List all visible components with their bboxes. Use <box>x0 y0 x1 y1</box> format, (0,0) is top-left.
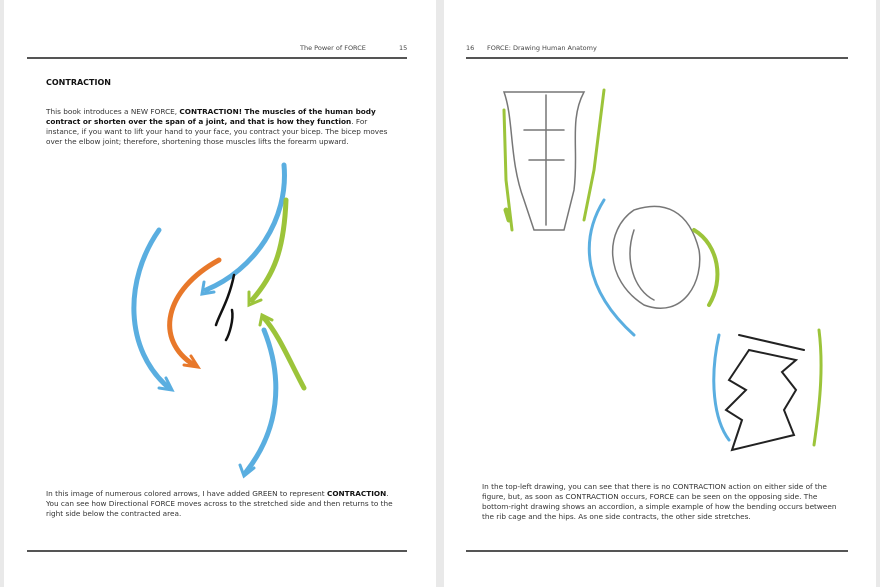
footer-rule <box>466 550 848 552</box>
torso-drawings-illustration <box>502 88 823 452</box>
section-heading: CONTRACTION <box>46 78 111 87</box>
page-number: 16 <box>466 44 475 52</box>
figure-caption: In the top-left drawing, you can see tha… <box>482 482 837 521</box>
page-number: 15 <box>399 44 408 52</box>
header-rule <box>466 57 848 59</box>
running-header: The Power of FORCE <box>300 44 366 52</box>
header-rule <box>27 57 407 59</box>
footer-rule <box>27 550 407 552</box>
left-page: The Power of FORCE 15 CONTRACTION This b… <box>4 0 436 587</box>
contraction-arrows-illustration <box>131 162 307 479</box>
intro-paragraph: This book introduces a NEW FORCE, CONTRA… <box>46 107 388 146</box>
right-page: 16 FORCE: Drawing Human Anatomy In the t… <box>444 0 876 587</box>
running-header: FORCE: Drawing Human Anatomy <box>487 44 597 52</box>
figure-caption: In this image of numerous colored arrows… <box>46 489 393 518</box>
